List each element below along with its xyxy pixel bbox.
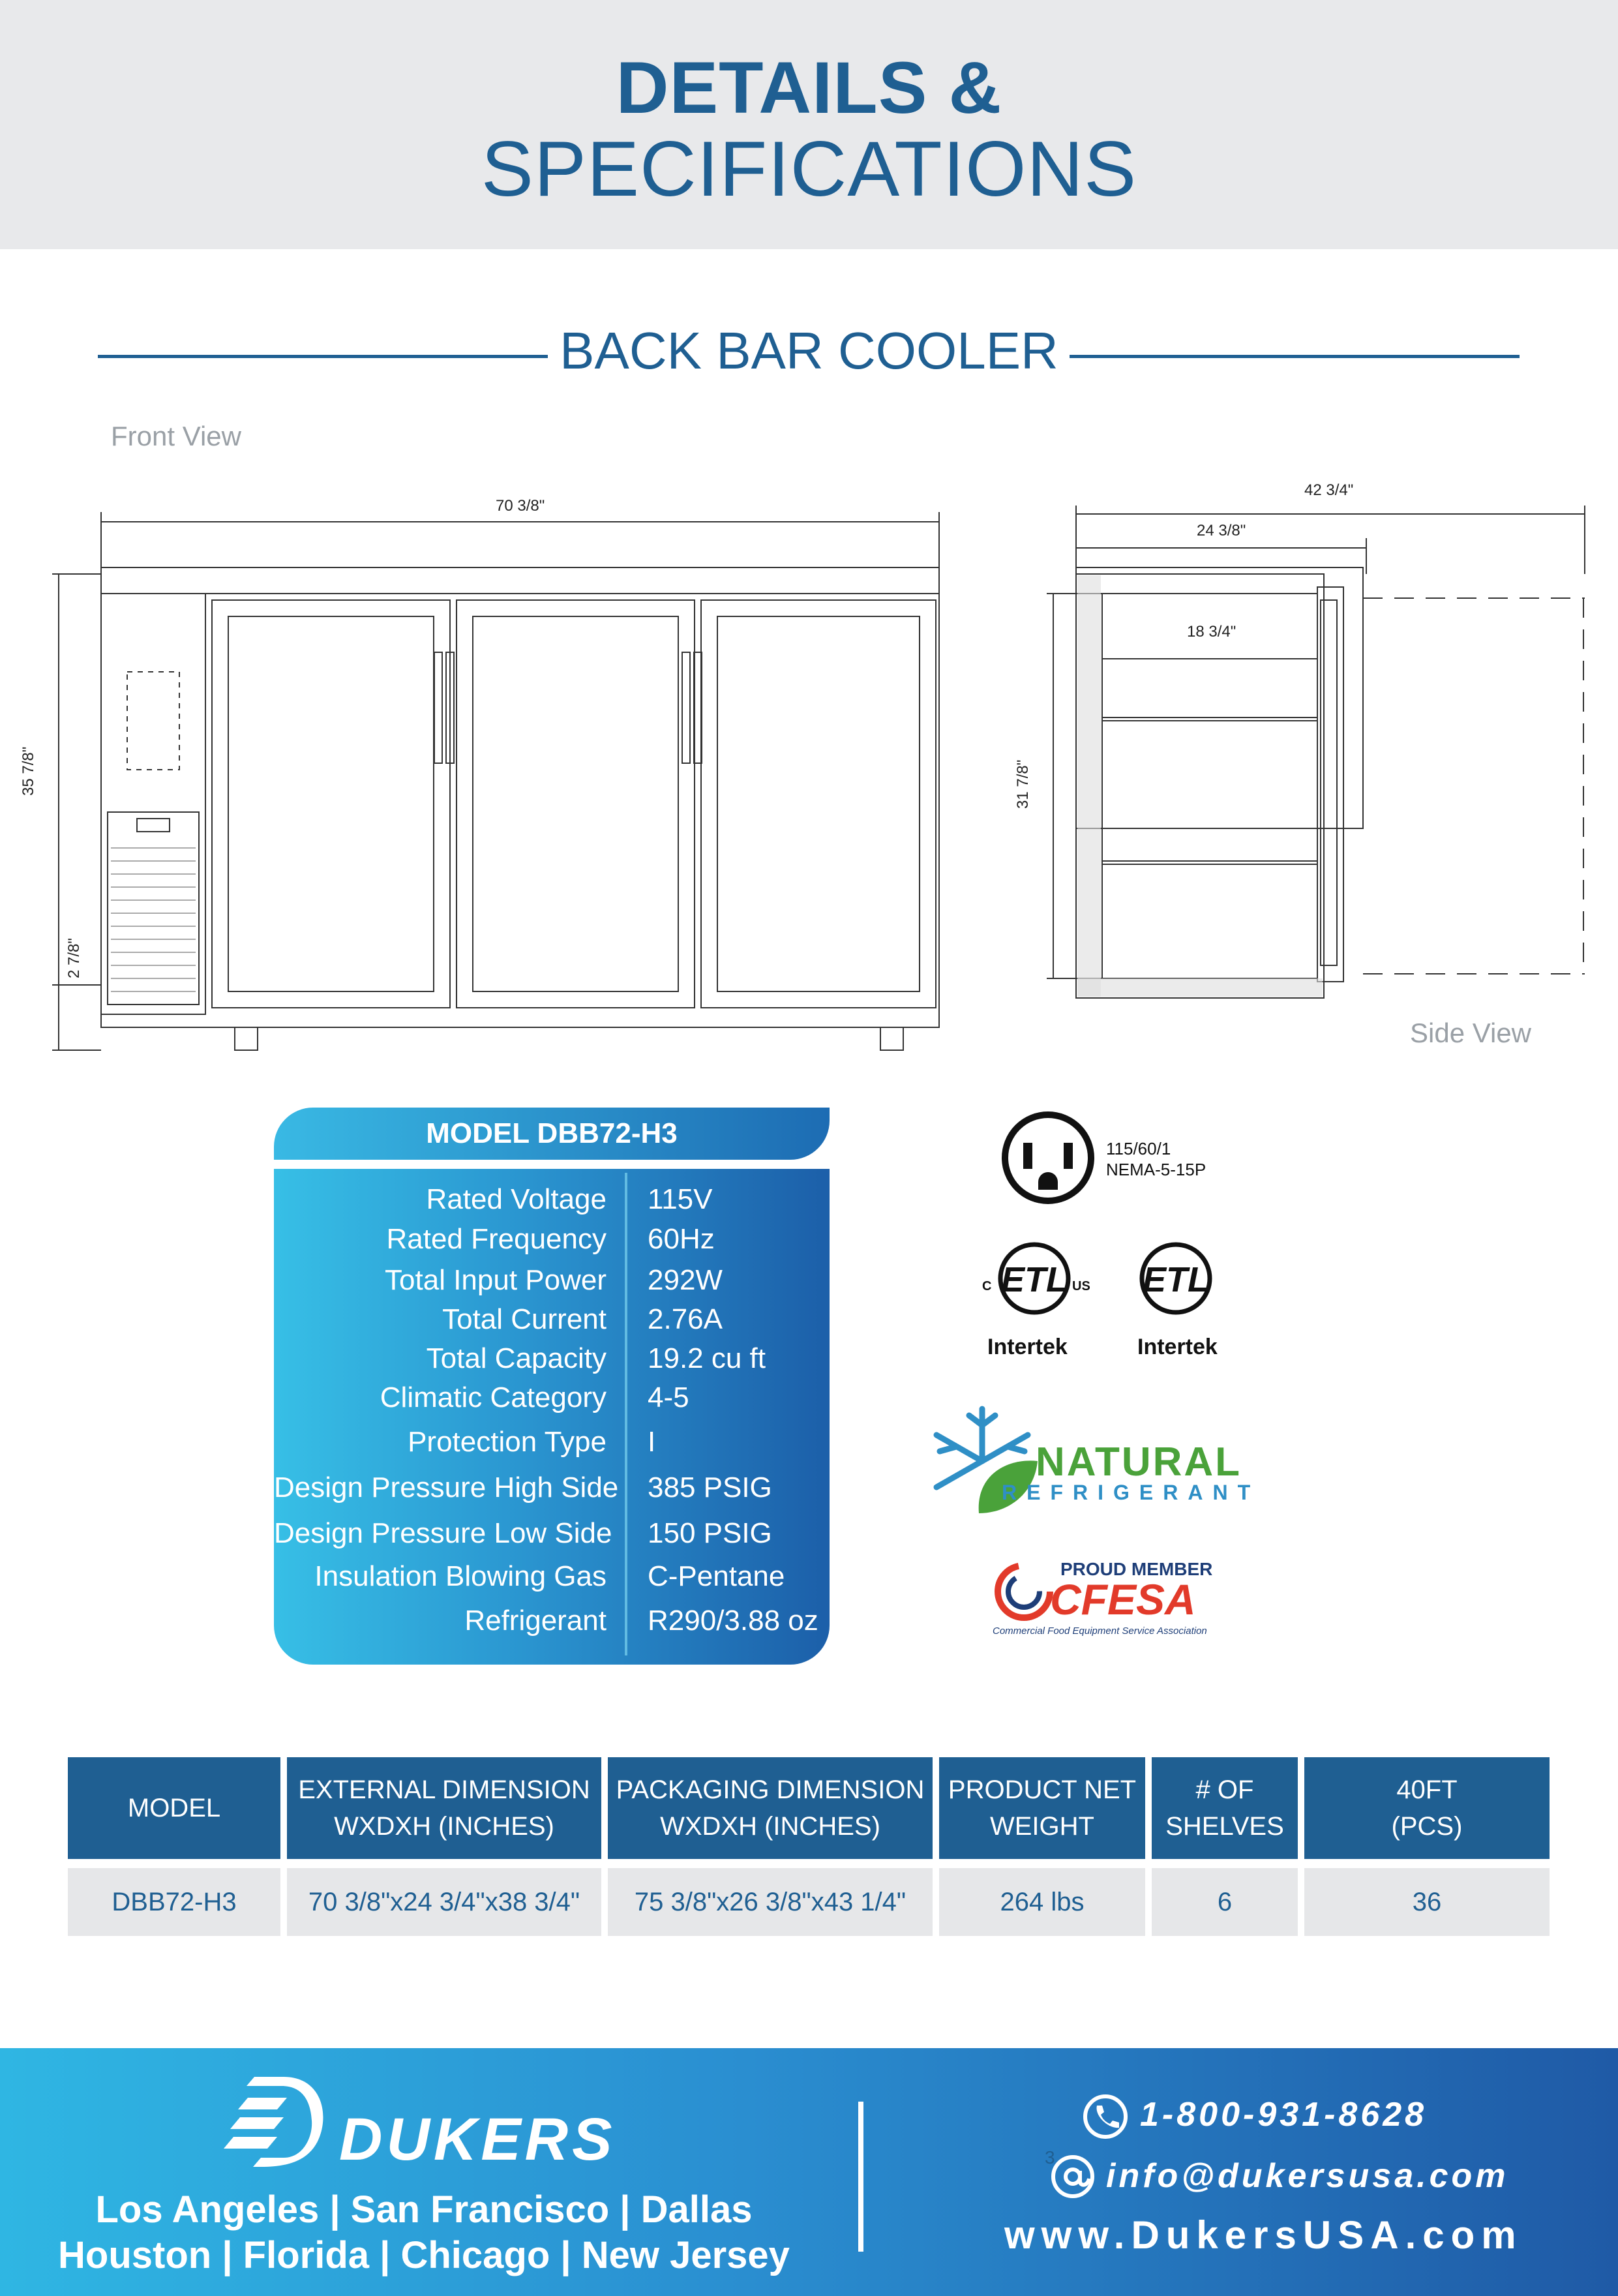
spec-value: 2.76A xyxy=(648,1303,723,1335)
footer-divider xyxy=(858,2102,863,2252)
section-rule-left xyxy=(98,355,548,358)
page-title-line2: SPECIFICATIONS xyxy=(481,125,1137,213)
cfesa-proud-member: PROUD MEMBER xyxy=(1060,1559,1213,1579)
section-rule-right xyxy=(1070,355,1520,358)
section-title: BACK BAR COOLER xyxy=(560,322,1058,380)
side-body-dimension: 24 3/8" xyxy=(1197,522,1246,539)
spec-value: 292W xyxy=(648,1264,723,1296)
table-header-model: MODEL xyxy=(68,1757,280,1859)
spec-value: 60Hz xyxy=(648,1223,715,1255)
spec-label: Design Pressure High Side xyxy=(274,1472,619,1503)
model-title-banner: MODEL DBB72-H3 xyxy=(274,1108,830,1160)
spec-value: 385 PSIG xyxy=(648,1472,772,1503)
spec-value: C-Pentane xyxy=(648,1560,785,1592)
svg-text:ETL: ETL xyxy=(1143,1260,1209,1299)
table-cell-model: DBB72-H3 xyxy=(68,1868,280,1936)
spec-label: Total Current xyxy=(442,1303,607,1335)
side-view-label: Side View xyxy=(1410,1018,1532,1048)
spec-label: Design Pressure Low Side xyxy=(274,1517,612,1549)
footer-cities-line2: Houston | Florida | Chicago | New Jersey xyxy=(58,2234,790,2276)
table-header-external: EXTERNAL DIMENSION WXDXH (INCHES) xyxy=(287,1757,601,1859)
side-view-drawing xyxy=(1047,506,1585,999)
intertek-label: Intertek xyxy=(1137,1335,1218,1359)
spec-divider xyxy=(625,1173,627,1655)
footer-cities-line1: Los Angeles | San Francisco | Dallas xyxy=(95,2188,753,2231)
dukers-brand: DUKERS xyxy=(339,2106,616,2173)
table-header-packaging: PACKAGING DIMENSION WXDXH (INCHES) xyxy=(608,1757,933,1859)
page-number: 3 xyxy=(1045,2147,1055,2168)
spec-value: 19.2 cu ft xyxy=(648,1342,766,1374)
email-icon xyxy=(1051,2155,1094,2198)
intertek-label: Intertek xyxy=(987,1335,1068,1359)
front-base-dimension: 2 7/8" xyxy=(65,938,83,978)
etl-listed-logo: ETL C US xyxy=(982,1242,1090,1315)
spec-label: Rated Voltage xyxy=(426,1183,607,1215)
page-title-line1: DETAILS & xyxy=(616,47,1002,128)
table-header-shelves: # OF SHELVES xyxy=(1152,1757,1298,1859)
spec-label: Rated Frequency xyxy=(386,1223,607,1255)
side-height-dimension: 31 7/8" xyxy=(1014,759,1032,809)
table-cell-external: 70 3/8"x24 3/4"x38 3/4" xyxy=(287,1868,601,1936)
table-header-weight: PRODUCT NET WEIGHT xyxy=(939,1757,1145,1859)
front-height-dimension: 35 7/8" xyxy=(20,746,37,796)
cfesa-swirl-icon xyxy=(995,1562,1053,1621)
side-inner-dimension: 18 3/4" xyxy=(1187,623,1236,641)
natural-text: NATURAL xyxy=(1036,1440,1242,1485)
table-cell-weight: 264 lbs xyxy=(939,1868,1145,1936)
spec-label: Insulation Blowing Gas xyxy=(314,1560,607,1592)
spec-value: R290/3.88 oz xyxy=(648,1605,818,1637)
refrigerant-text: REFRIGERANT xyxy=(1002,1481,1261,1504)
front-view-label: Front View xyxy=(111,421,241,451)
spec-label: Total Capacity xyxy=(426,1342,607,1374)
svg-text:US: US xyxy=(1072,1279,1090,1293)
cfesa-wordmark: CFESA xyxy=(1050,1575,1196,1624)
spec-value: 4-5 xyxy=(648,1382,689,1413)
front-width-dimension: 70 3/8" xyxy=(496,497,545,515)
spec-panel xyxy=(274,1169,830,1665)
spec-label: Protection Type xyxy=(408,1426,607,1458)
spec-value: I xyxy=(648,1426,656,1458)
table-cell-40ft: 36 xyxy=(1304,1868,1550,1936)
svg-text:C: C xyxy=(982,1279,991,1293)
page-header xyxy=(0,0,1618,249)
spec-label: Refrigerant xyxy=(464,1605,607,1637)
snowflake-leaf-icon xyxy=(933,1406,1038,1513)
spec-label: Climatic Category xyxy=(380,1382,607,1413)
plug-type: NEMA-5-15P xyxy=(1106,1160,1206,1179)
page-footer xyxy=(0,2048,1618,2296)
dukers-logo-mark xyxy=(224,2077,323,2167)
spec-value: 115V xyxy=(648,1183,713,1215)
spec-label: Total Input Power xyxy=(385,1264,607,1296)
cfesa-subtitle: Commercial Food Equipment Service Associ… xyxy=(993,1625,1207,1637)
spec-value: 150 PSIG xyxy=(648,1517,772,1549)
footer-website[interactable]: www.DukersUSA.com xyxy=(1004,2213,1523,2257)
table-header-40ft: 40FT (PCS) xyxy=(1304,1757,1550,1859)
plug-rating: 115/60/1 xyxy=(1106,1139,1171,1158)
etl-logo: ETL xyxy=(1139,1242,1212,1315)
side-depth-dimension: 42 3/4" xyxy=(1304,481,1354,499)
footer-email[interactable]: info@dukersusa.com xyxy=(1106,2157,1509,2195)
nema-plug-icon xyxy=(1002,1111,1094,1204)
front-view-drawing xyxy=(52,512,940,1051)
footer-phone[interactable]: 1-800-931-8628 xyxy=(1140,2096,1428,2134)
svg-text:ETL: ETL xyxy=(1001,1260,1068,1299)
phone-icon xyxy=(1083,2094,1128,2139)
table-cell-shelves: 6 xyxy=(1152,1868,1298,1936)
table-cell-packaging: 75 3/8"x26 3/8"x43 1/4" xyxy=(608,1868,933,1936)
